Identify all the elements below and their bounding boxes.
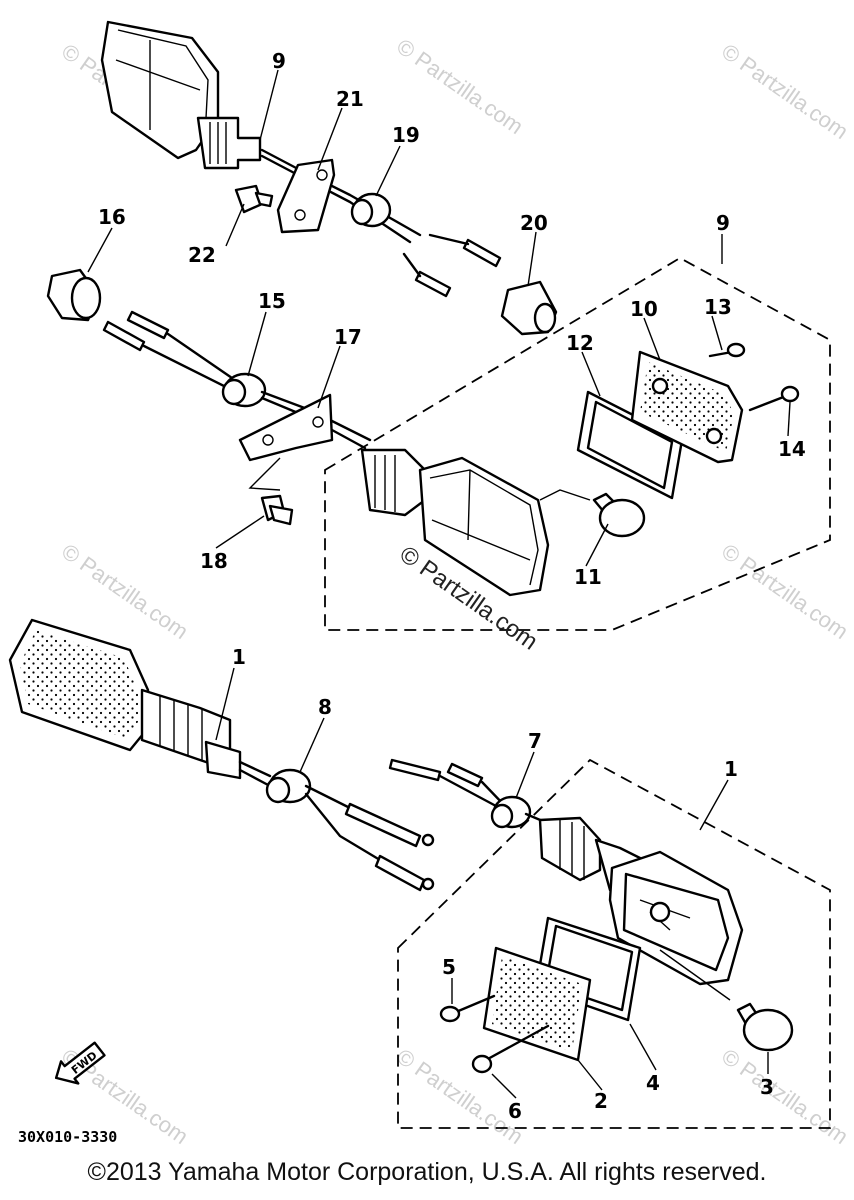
callout-6: 6	[508, 1099, 522, 1123]
gasket-12	[576, 390, 684, 500]
wire-connectors-middle	[102, 310, 234, 390]
grommet-8	[265, 768, 382, 862]
rubber-cap-20	[500, 280, 558, 336]
screw-6	[471, 1024, 550, 1074]
watermark-3: © Partzilla.com	[717, 39, 853, 145]
callout-12: 12	[566, 331, 594, 355]
callout-9-right: 9	[716, 211, 730, 235]
callout-21: 21	[336, 87, 364, 111]
bracket-17	[238, 393, 334, 462]
callout-2: 2	[594, 1089, 608, 1113]
bolt-22	[234, 184, 274, 214]
callout-22: 22	[188, 243, 216, 267]
callout-4: 4	[646, 1071, 660, 1095]
rubber-cap-16	[46, 268, 102, 322]
callout-5: 5	[442, 955, 456, 979]
lens-2	[482, 946, 592, 1062]
leader-lines	[87, 69, 791, 1099]
turn-signal-front-right	[538, 816, 744, 986]
callout-17: 17	[334, 325, 362, 349]
assembly-box-1	[397, 758, 831, 1129]
copyright-notice: ©2013 Yamaha Motor Corporation, U.S.A. A…	[87, 1158, 767, 1186]
turn-signal-rear-left	[100, 20, 422, 244]
wire-connectors-upper	[402, 233, 502, 298]
assembly-box-9	[324, 256, 831, 631]
callout-18: 18	[200, 549, 228, 573]
wire-connectors-lower-right	[388, 758, 507, 808]
grommet-19	[350, 192, 392, 228]
watermark-7: © Partzilla.com	[392, 1044, 528, 1150]
turn-signal-front-left	[8, 618, 272, 788]
callout-7: 7	[528, 729, 542, 753]
callout-16: 16	[98, 205, 126, 229]
watermark-8: © Partzilla.com	[717, 1044, 853, 1150]
callout-13: 13	[704, 295, 732, 319]
wire-connectors-lower-left	[344, 802, 435, 892]
grommet-7	[490, 795, 547, 829]
bulb-11	[539, 489, 646, 538]
watermark-4: © Partzilla.com	[57, 539, 193, 645]
callout-20: 20	[520, 211, 548, 235]
callout-15: 15	[258, 289, 286, 313]
callout-9-top: 9	[272, 49, 286, 73]
turn-signal-rear-right	[360, 448, 550, 597]
watermark-5: © Partzilla.com	[717, 539, 853, 645]
bracket-21	[276, 158, 336, 234]
bolt-18	[260, 494, 294, 526]
fwd-arrow: FWD	[54, 1041, 106, 1085]
callout-10: 10	[630, 297, 658, 321]
diagram-code: 30X010-3330	[18, 1128, 117, 1146]
callout-19: 19	[392, 123, 420, 147]
callout-3: 3	[760, 1075, 774, 1099]
callout-14: 14	[778, 437, 806, 461]
callout-8: 8	[318, 695, 332, 719]
callout-1-right: 1	[724, 757, 738, 781]
screw-13	[708, 342, 746, 358]
screw-14	[748, 385, 800, 412]
screw-5	[439, 994, 496, 1023]
callout-1-left: 1	[232, 645, 246, 669]
callout-labels: 9 21 19 22 20 16 15 17 18 9 10 12 13 14 …	[98, 49, 806, 1123]
callout-11: 11	[574, 565, 602, 589]
lens-10	[630, 350, 744, 464]
bulb-3	[659, 949, 794, 1052]
